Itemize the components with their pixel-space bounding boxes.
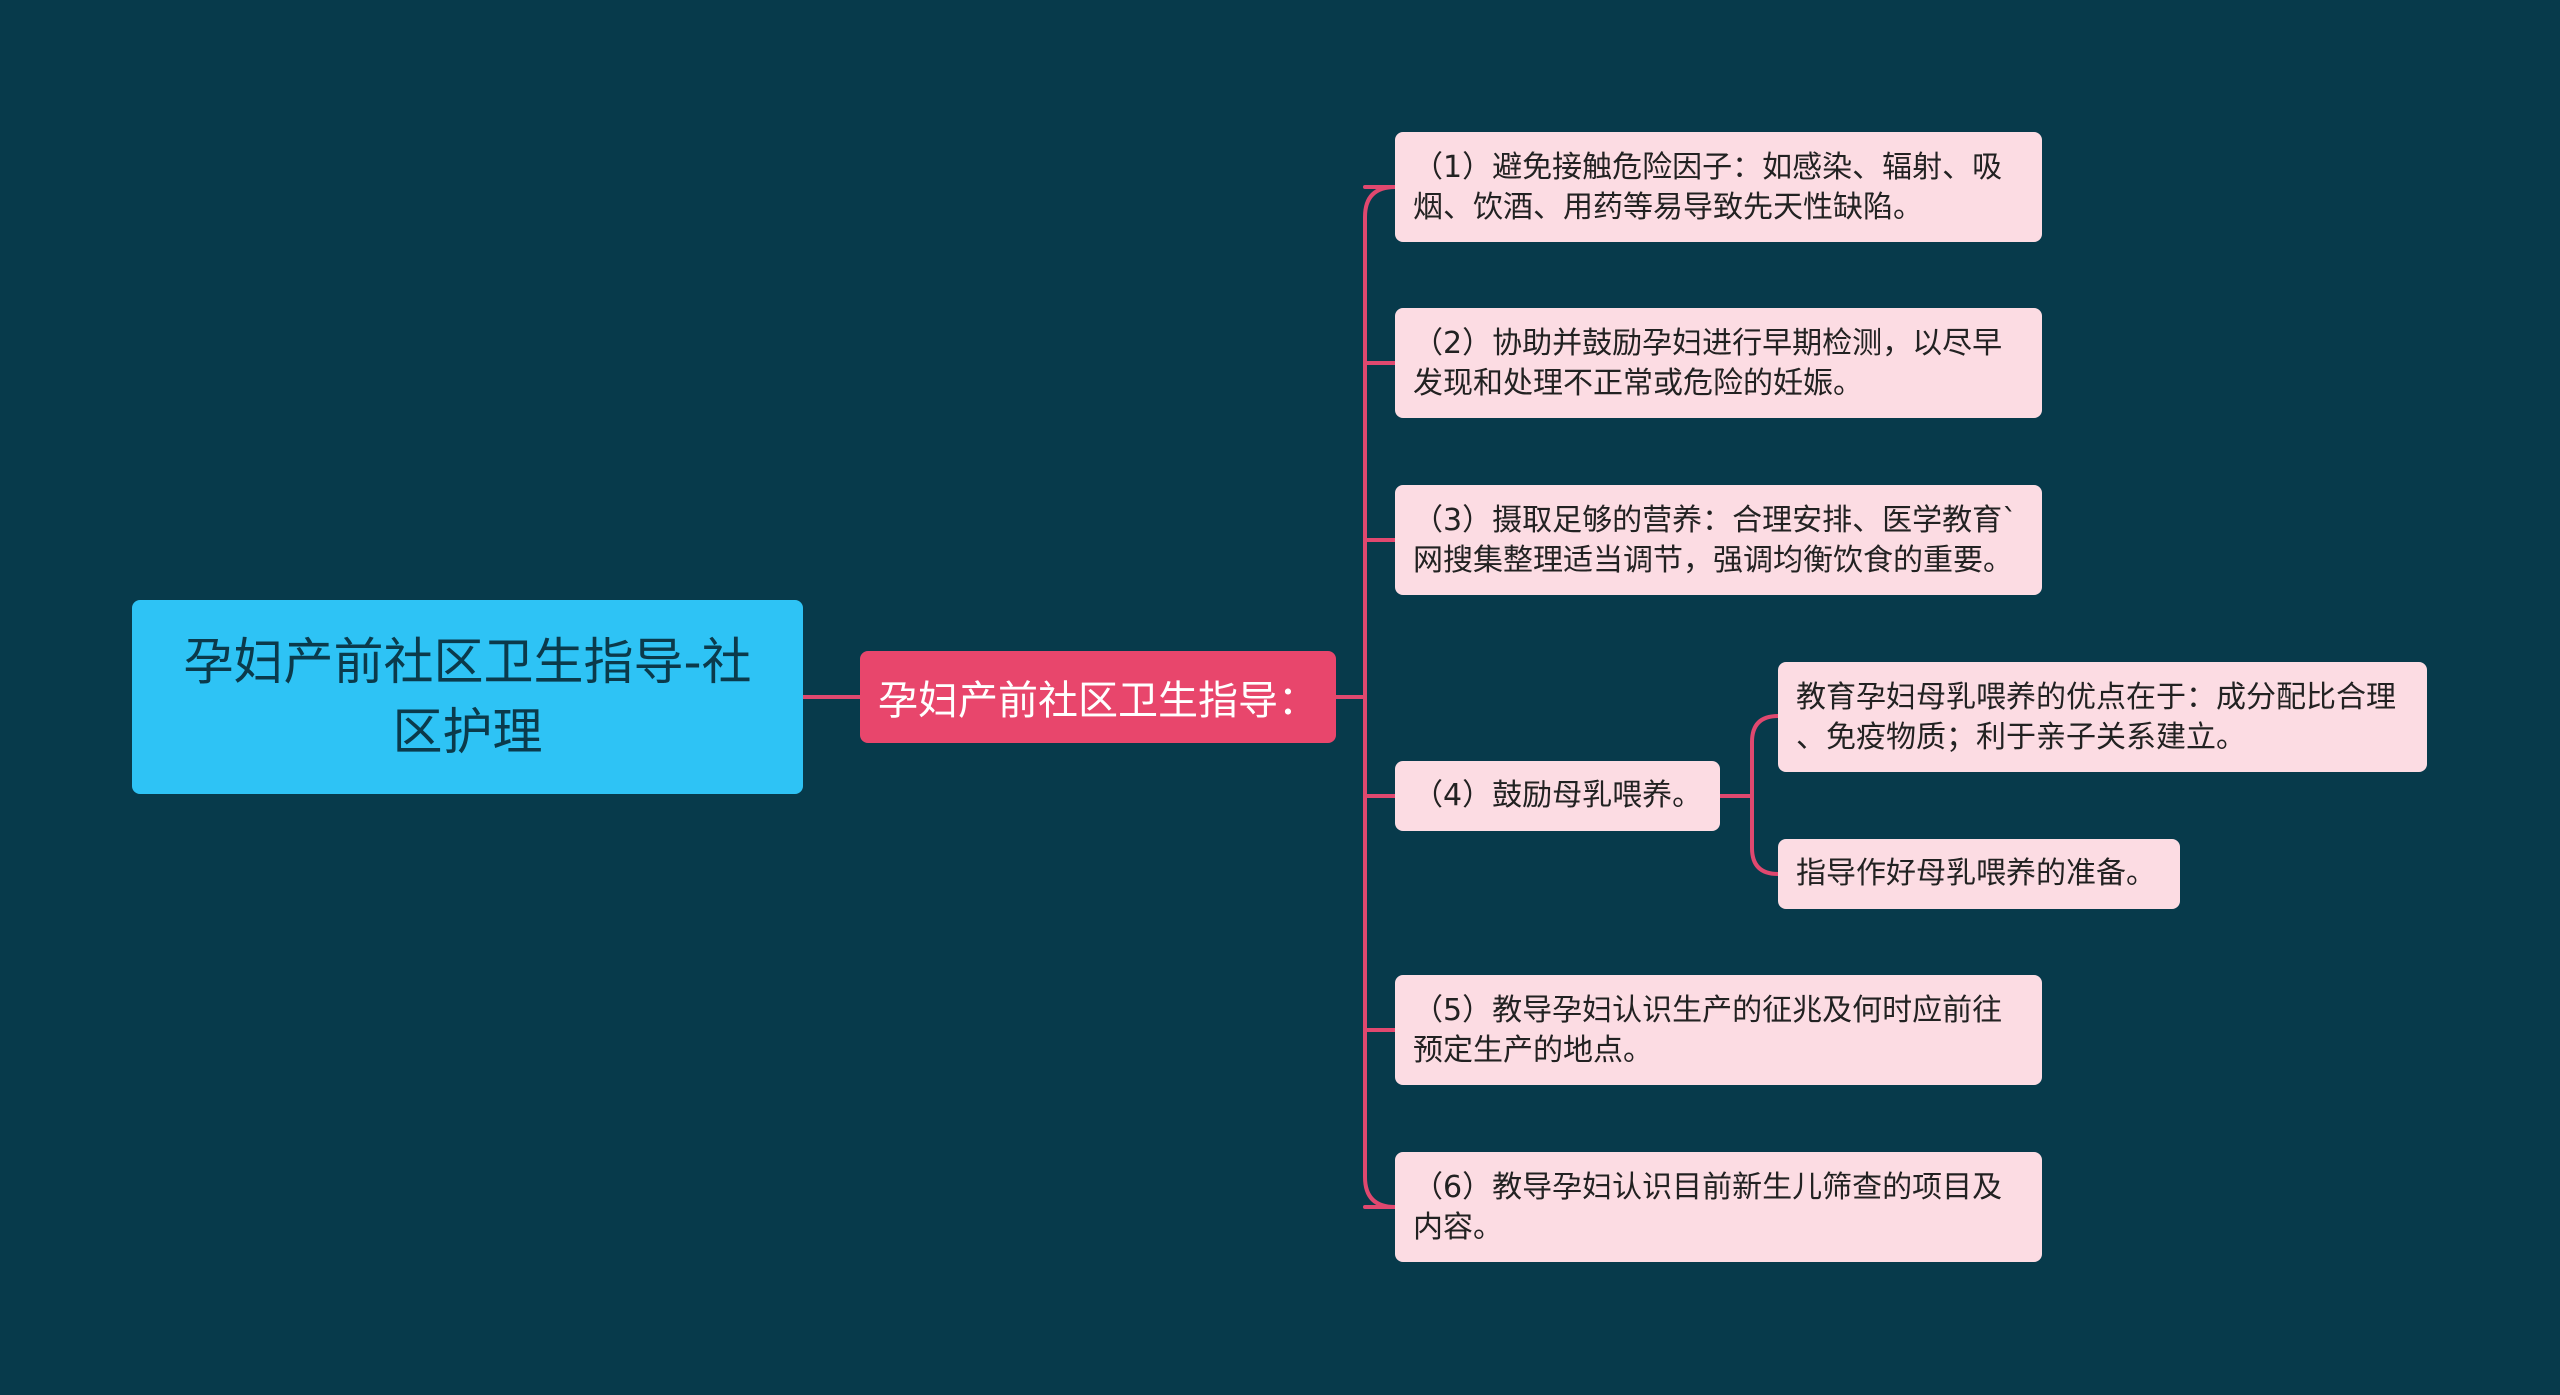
- root-topic[interactable]: 孕妇产前社区卫生指导-社 区护理: [132, 600, 803, 794]
- item-6-node[interactable]: （6）教导孕妇认识目前新生儿筛查的项目及 内容。: [1395, 1152, 2042, 1262]
- item-5-node[interactable]: （5）教导孕妇认识生产的征兆及何时应前往 预定生产的地点。: [1395, 975, 2042, 1085]
- item-5-line: 预定生产的地点。: [1413, 1033, 1653, 1068]
- item-4-sub-2-label: 指导作好母乳喂养的准备。: [1796, 856, 2156, 891]
- item-2-node[interactable]: （2）协助并鼓励孕妇进行早期检测，以尽早 发现和处理不正常或危险的妊娠。: [1395, 308, 2042, 418]
- connector-sub-trunk: [1750, 714, 1780, 876]
- connector-trunk: [1363, 185, 1397, 1209]
- item-1-node[interactable]: （1）避免接触危险因子：如感染、辐射、吸 烟、饮酒、用药等易导致先天性缺陷。: [1395, 132, 2042, 242]
- item-3-line: 网搜集整理适当调节，强调均衡饮食的重要。: [1413, 543, 2013, 578]
- item-1-line: （1）避免接触危险因子：如感染、辐射、吸: [1413, 150, 2003, 185]
- item-2-line: 发现和处理不正常或危险的妊娠。: [1413, 366, 1863, 401]
- item-3-node[interactable]: （3）摄取足够的营养：合理安排、医学教育` 网搜集整理适当调节，强调均衡饮食的重…: [1395, 485, 2042, 595]
- item-4-sub-1-node[interactable]: 教育孕妇母乳喂养的优点在于：成分配比合理 、免疫物质；利于亲子关系建立。: [1778, 662, 2427, 772]
- branch-topic-label: 孕妇产前社区卫生指导：: [878, 678, 1318, 724]
- item-6-line: 内容。: [1413, 1210, 1503, 1245]
- item-1-line: 烟、饮酒、用药等易导致先天性缺陷。: [1413, 190, 1923, 225]
- root-topic-line: 区护理: [392, 703, 543, 761]
- item-4-sub-1-line: 、免疫物质；利于亲子关系建立。: [1796, 720, 2246, 755]
- branch-topic[interactable]: 孕妇产前社区卫生指导：: [860, 651, 1336, 743]
- item-2-line: （2）协助并鼓励孕妇进行早期检测，以尽早: [1413, 326, 2003, 361]
- root-topic-text: 孕妇产前社区卫生指导-社 区护理: [183, 627, 751, 767]
- item-4-node[interactable]: （4）鼓励母乳喂养。: [1395, 761, 1720, 831]
- item-5-line: （5）教导孕妇认识生产的征兆及何时应前往: [1413, 993, 2003, 1028]
- item-4-label: （4）鼓励母乳喂养。: [1413, 778, 1703, 813]
- item-4-sub-2-node[interactable]: 指导作好母乳喂养的准备。: [1778, 839, 2180, 909]
- root-topic-line: 孕妇产前社区卫生指导-社: [183, 633, 752, 691]
- item-4-sub-1-line: 教育孕妇母乳喂养的优点在于：成分配比合理: [1796, 680, 2396, 715]
- item-3-line: （3）摄取足够的营养：合理安排、医学教育`: [1413, 503, 2018, 538]
- item-6-line: （6）教导孕妇认识目前新生儿筛查的项目及: [1413, 1170, 2003, 1205]
